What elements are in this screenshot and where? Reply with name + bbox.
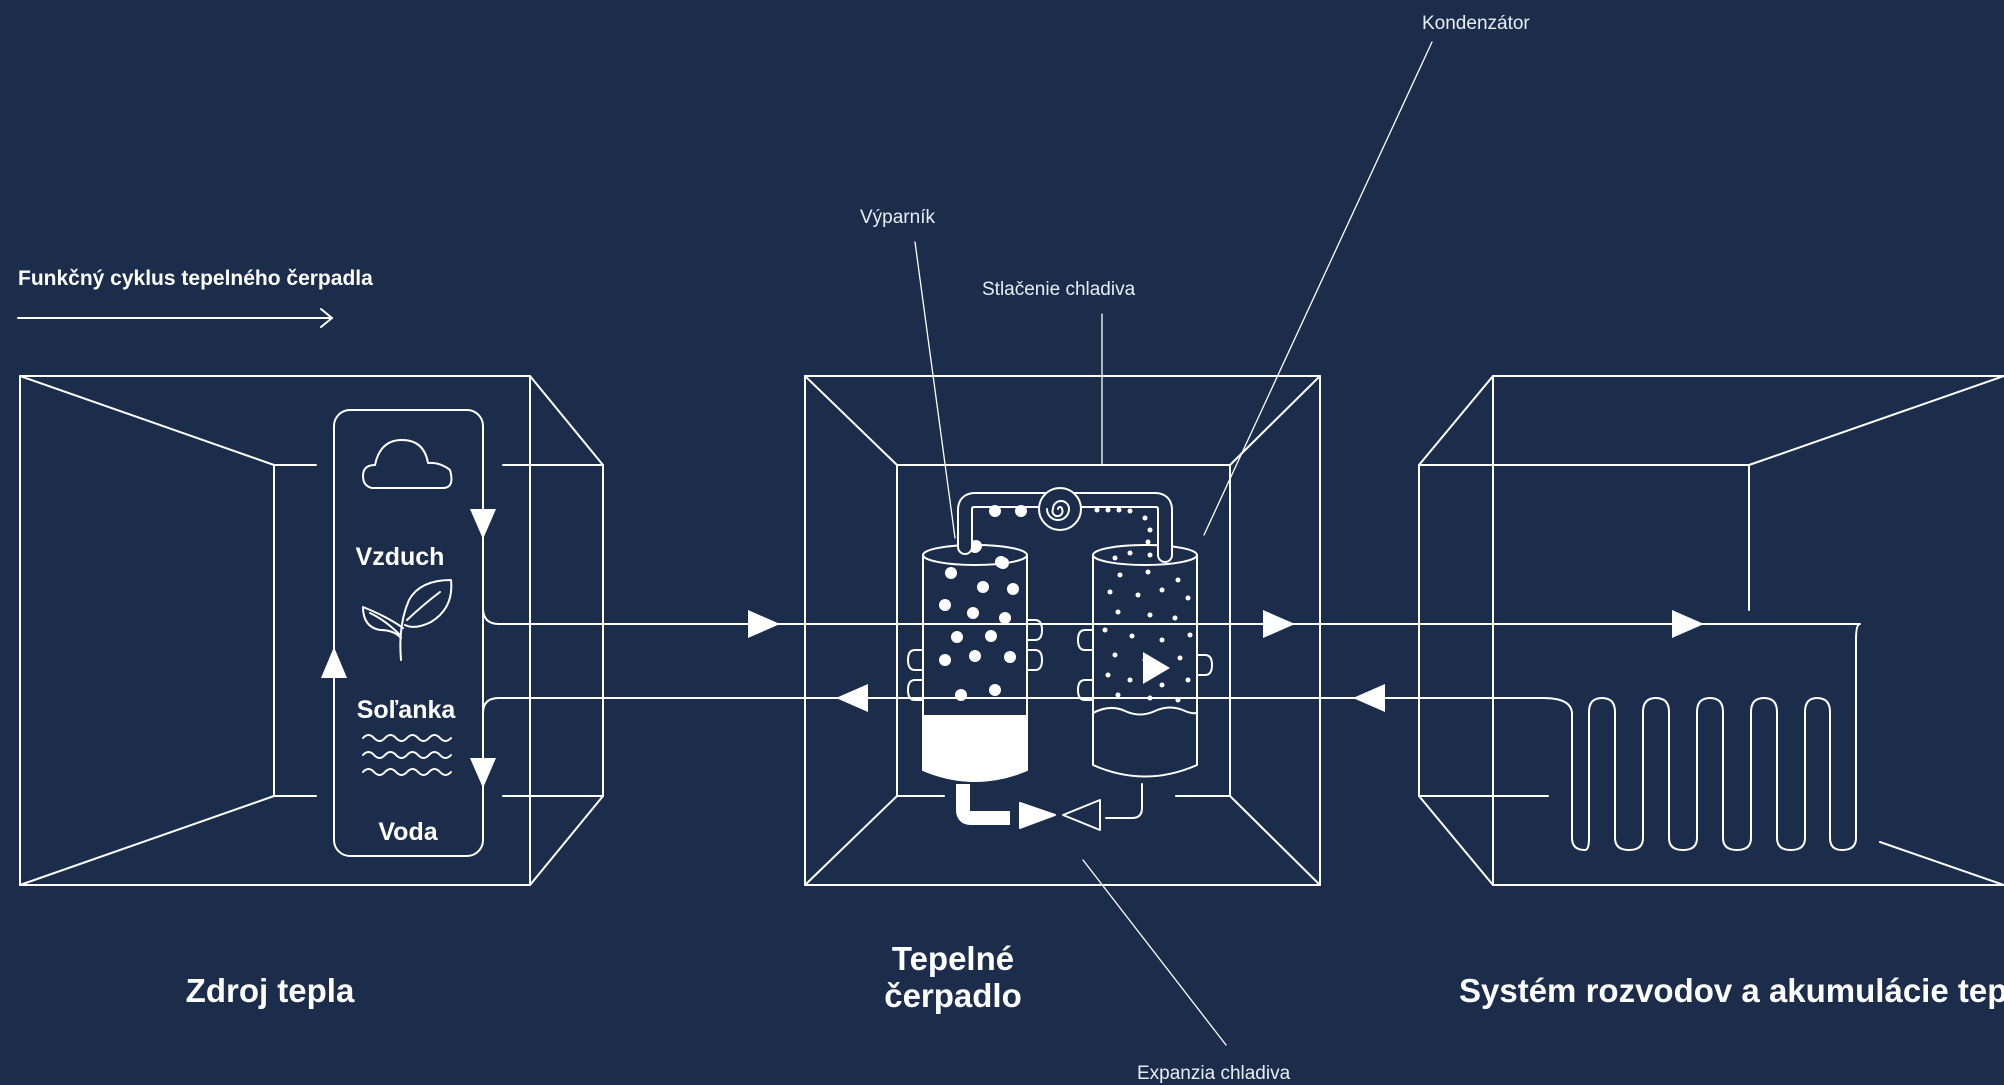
callout-condenser: Kondenzátor <box>1422 13 1530 34</box>
callout-evaporator: Výparník <box>860 207 935 228</box>
flow-arrow-icon <box>1353 684 1385 712</box>
cycle-title: Funkčný cyklus tepelného čerpadla <box>18 267 373 290</box>
distribution-title: Systém rozvodov a akumulácie tepla <box>1459 972 2004 1009</box>
source-item-brine: Soľanka <box>356 696 456 724</box>
flow-arrow-icon <box>470 509 496 539</box>
evaporator-tank-icon <box>907 544 1043 825</box>
flow-arrow-icon <box>1672 610 1704 638</box>
pump-box <box>804 375 1321 886</box>
pipe-bubbles <box>989 505 1153 558</box>
flow-arrow-icon <box>748 610 780 638</box>
callout-lines <box>914 41 1433 1046</box>
condenser-tank-icon <box>1077 544 1213 819</box>
cloud-icon <box>362 439 453 489</box>
flow-arrow-icon <box>321 647 347 678</box>
return-line <box>482 697 1586 851</box>
flow-arrow-icon <box>1143 652 1170 684</box>
pump-title-line1: Tepelné <box>891 940 1015 977</box>
callout-expansion: Expanzia chladiva <box>1137 1063 1291 1084</box>
flow-arrow-icon <box>836 684 868 712</box>
expansion-valve-icon <box>1019 799 1101 831</box>
source-item-air: Vzduch <box>355 543 445 571</box>
compressor-icon <box>957 487 1173 563</box>
arrow-right-icon <box>17 308 333 328</box>
source-item-water: Voda <box>378 818 438 846</box>
waves-icon <box>362 734 452 776</box>
source-box <box>19 375 604 886</box>
supply-line <box>482 574 1861 851</box>
pump-title-line2: čerpadlo <box>884 977 1022 1014</box>
source-loop <box>333 409 484 857</box>
flow-arrow-icon <box>470 758 496 788</box>
leaf-icon <box>362 579 453 661</box>
evaporator-bubbles <box>939 540 1019 701</box>
distribution-box <box>1418 375 2004 886</box>
callout-compression: Stlačenie chladiva <box>982 279 1136 300</box>
source-title: Zdroj tepla <box>185 972 355 1009</box>
flow-arrow-icon <box>1263 610 1295 638</box>
